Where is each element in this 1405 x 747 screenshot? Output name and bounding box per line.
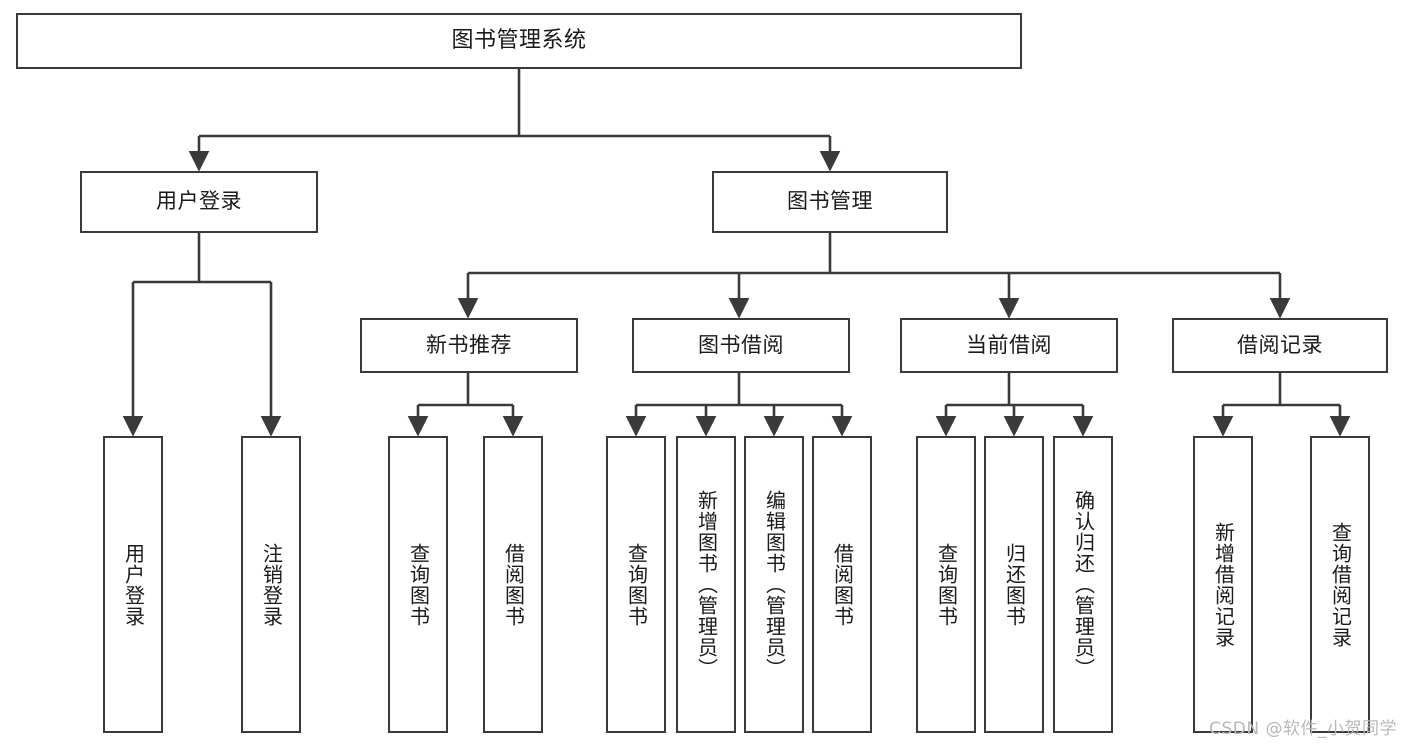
node-leaf-return-book-label: 归还图书	[1002, 542, 1027, 627]
node-current-borrow-label: 当前借阅	[966, 332, 1052, 357]
node-root-label: 图书管理系统	[451, 27, 587, 53]
node-leaf-query-book-3[interactable]: 查询图书	[916, 436, 976, 733]
node-leaf-borrow-book-2[interactable]: 借阅图书	[812, 436, 872, 733]
node-leaf-edit-book-label: 编辑图书（管理员）	[762, 490, 787, 679]
node-user-login[interactable]: 用户登录	[80, 171, 318, 233]
node-leaf-add-book-label: 新增图书（管理员）	[694, 490, 719, 679]
node-leaf-query-book-1-label: 查询图书	[406, 542, 431, 627]
node-leaf-query-record[interactable]: 查询借阅记录	[1310, 436, 1370, 733]
node-leaf-borrow-book-2-label: 借阅图书	[830, 542, 855, 627]
node-book-borrow[interactable]: 图书借阅	[632, 318, 850, 373]
node-leaf-confirm-return-label: 确认归还（管理员）	[1071, 490, 1096, 679]
node-leaf-borrow-book-1[interactable]: 借阅图书	[483, 436, 543, 733]
node-leaf-logout-login[interactable]: 注销登录	[241, 436, 301, 733]
node-current-borrow[interactable]: 当前借阅	[900, 318, 1118, 373]
node-leaf-query-book-2-label: 查询图书	[624, 542, 649, 627]
node-new-book-recommend[interactable]: 新书推荐	[360, 318, 578, 373]
node-leaf-query-record-label: 查询借阅记录	[1328, 521, 1353, 648]
node-leaf-add-record[interactable]: 新增借阅记录	[1193, 436, 1253, 733]
node-leaf-return-book[interactable]: 归还图书	[984, 436, 1044, 733]
node-book-borrow-label: 图书借阅	[698, 332, 784, 357]
node-leaf-user-login-label: 用户登录	[121, 542, 146, 627]
node-book-manage[interactable]: 图书管理	[712, 171, 948, 233]
node-new-book-recommend-label: 新书推荐	[426, 332, 512, 357]
node-leaf-add-record-label: 新增借阅记录	[1211, 521, 1236, 648]
node-leaf-confirm-return[interactable]: 确认归还（管理员）	[1053, 436, 1113, 733]
node-leaf-query-book-3-label: 查询图书	[934, 542, 959, 627]
node-user-login-label: 用户登录	[156, 189, 242, 214]
node-leaf-logout-login-label: 注销登录	[259, 542, 284, 627]
node-leaf-add-book[interactable]: 新增图书（管理员）	[676, 436, 736, 733]
node-leaf-borrow-book-1-label: 借阅图书	[501, 542, 526, 627]
node-borrow-record[interactable]: 借阅记录	[1172, 318, 1388, 373]
watermark: CSDN @软件_小贺同学	[1209, 719, 1397, 739]
node-borrow-record-label: 借阅记录	[1237, 332, 1323, 357]
node-leaf-query-book-1[interactable]: 查询图书	[388, 436, 448, 733]
node-book-manage-label: 图书管理	[787, 189, 873, 214]
node-leaf-user-login[interactable]: 用户登录	[103, 436, 163, 733]
node-leaf-edit-book[interactable]: 编辑图书（管理员）	[744, 436, 804, 733]
node-root[interactable]: 图书管理系统	[16, 13, 1022, 69]
node-leaf-query-book-2[interactable]: 查询图书	[606, 436, 666, 733]
